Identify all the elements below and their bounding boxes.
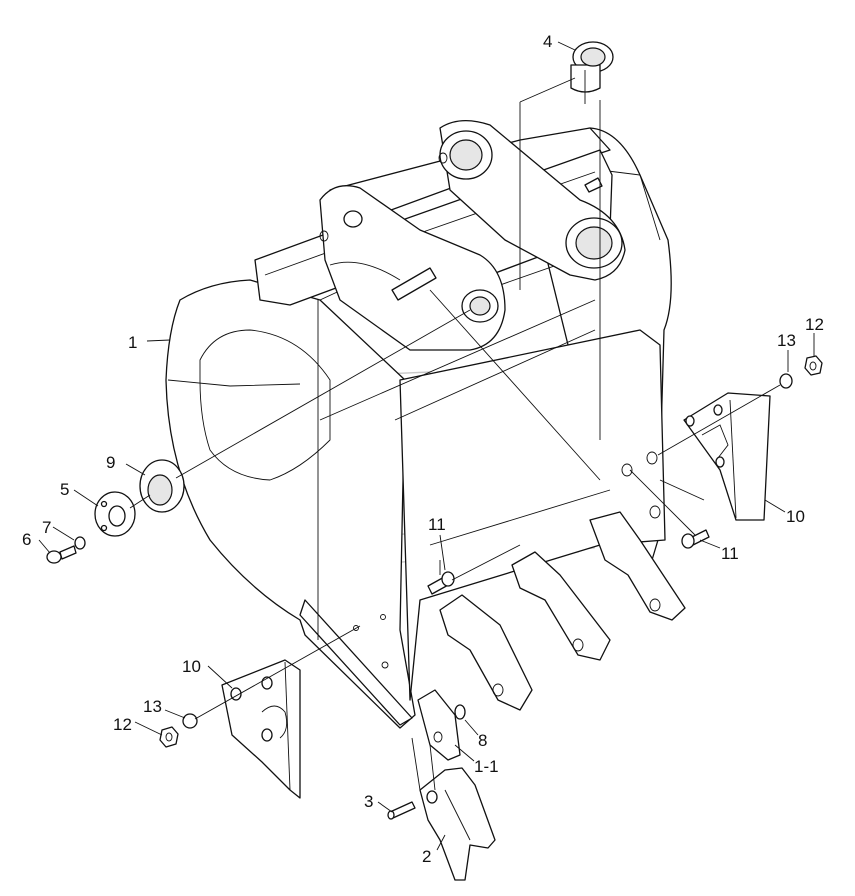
callout-7: 7 — [42, 518, 51, 537]
callout-2: 2 — [422, 847, 431, 866]
callout-13-left: 13 — [143, 697, 162, 716]
washer-part-13-right — [779, 373, 793, 389]
callout-11-left: 11 — [428, 515, 446, 534]
side-cutter-part-10-left — [221, 659, 301, 799]
callout-5: 5 — [60, 480, 69, 499]
bushing-part-4 — [570, 41, 614, 93]
bolt-part-11-right — [681, 529, 710, 549]
lock-part-8 — [454, 704, 466, 720]
callout-1: 1 — [128, 333, 137, 352]
lock-washer-part-7 — [74, 536, 86, 550]
nut-part-12-right — [804, 355, 823, 376]
callout-labels: 1 1-1 2 3 4 5 6 7 8 9 10 10 11 11 12 12 … — [22, 32, 824, 866]
callout-10-right: 10 — [786, 507, 805, 526]
side-cutter-part-10-right — [683, 392, 771, 521]
bucket-body — [165, 120, 672, 729]
callout-12-left: 12 — [113, 715, 132, 734]
bolt-part-11-left — [427, 571, 455, 595]
callout-12-right: 12 — [805, 315, 824, 334]
callout-4: 4 — [543, 32, 552, 51]
ring-nut-part-9 — [139, 459, 185, 513]
callout-13-right: 13 — [777, 331, 796, 350]
tooth-part-2 — [419, 767, 496, 881]
pin-part-3 — [387, 801, 416, 820]
callout-1-1: 1-1 — [474, 757, 499, 776]
washer-plate-part-5 — [94, 491, 136, 537]
nut-part-12-left — [159, 726, 179, 748]
callout-9: 9 — [106, 453, 115, 472]
washer-part-13-left — [182, 713, 198, 729]
callout-3: 3 — [364, 792, 373, 811]
bucket-teeth — [417, 511, 686, 761]
callout-6: 6 — [22, 530, 31, 549]
callout-11-right: 11 — [721, 544, 739, 563]
callout-10-left: 10 — [182, 657, 201, 676]
leader-lines — [38, 41, 815, 851]
callout-8: 8 — [478, 731, 487, 750]
bolt-part-6 — [46, 545, 77, 564]
